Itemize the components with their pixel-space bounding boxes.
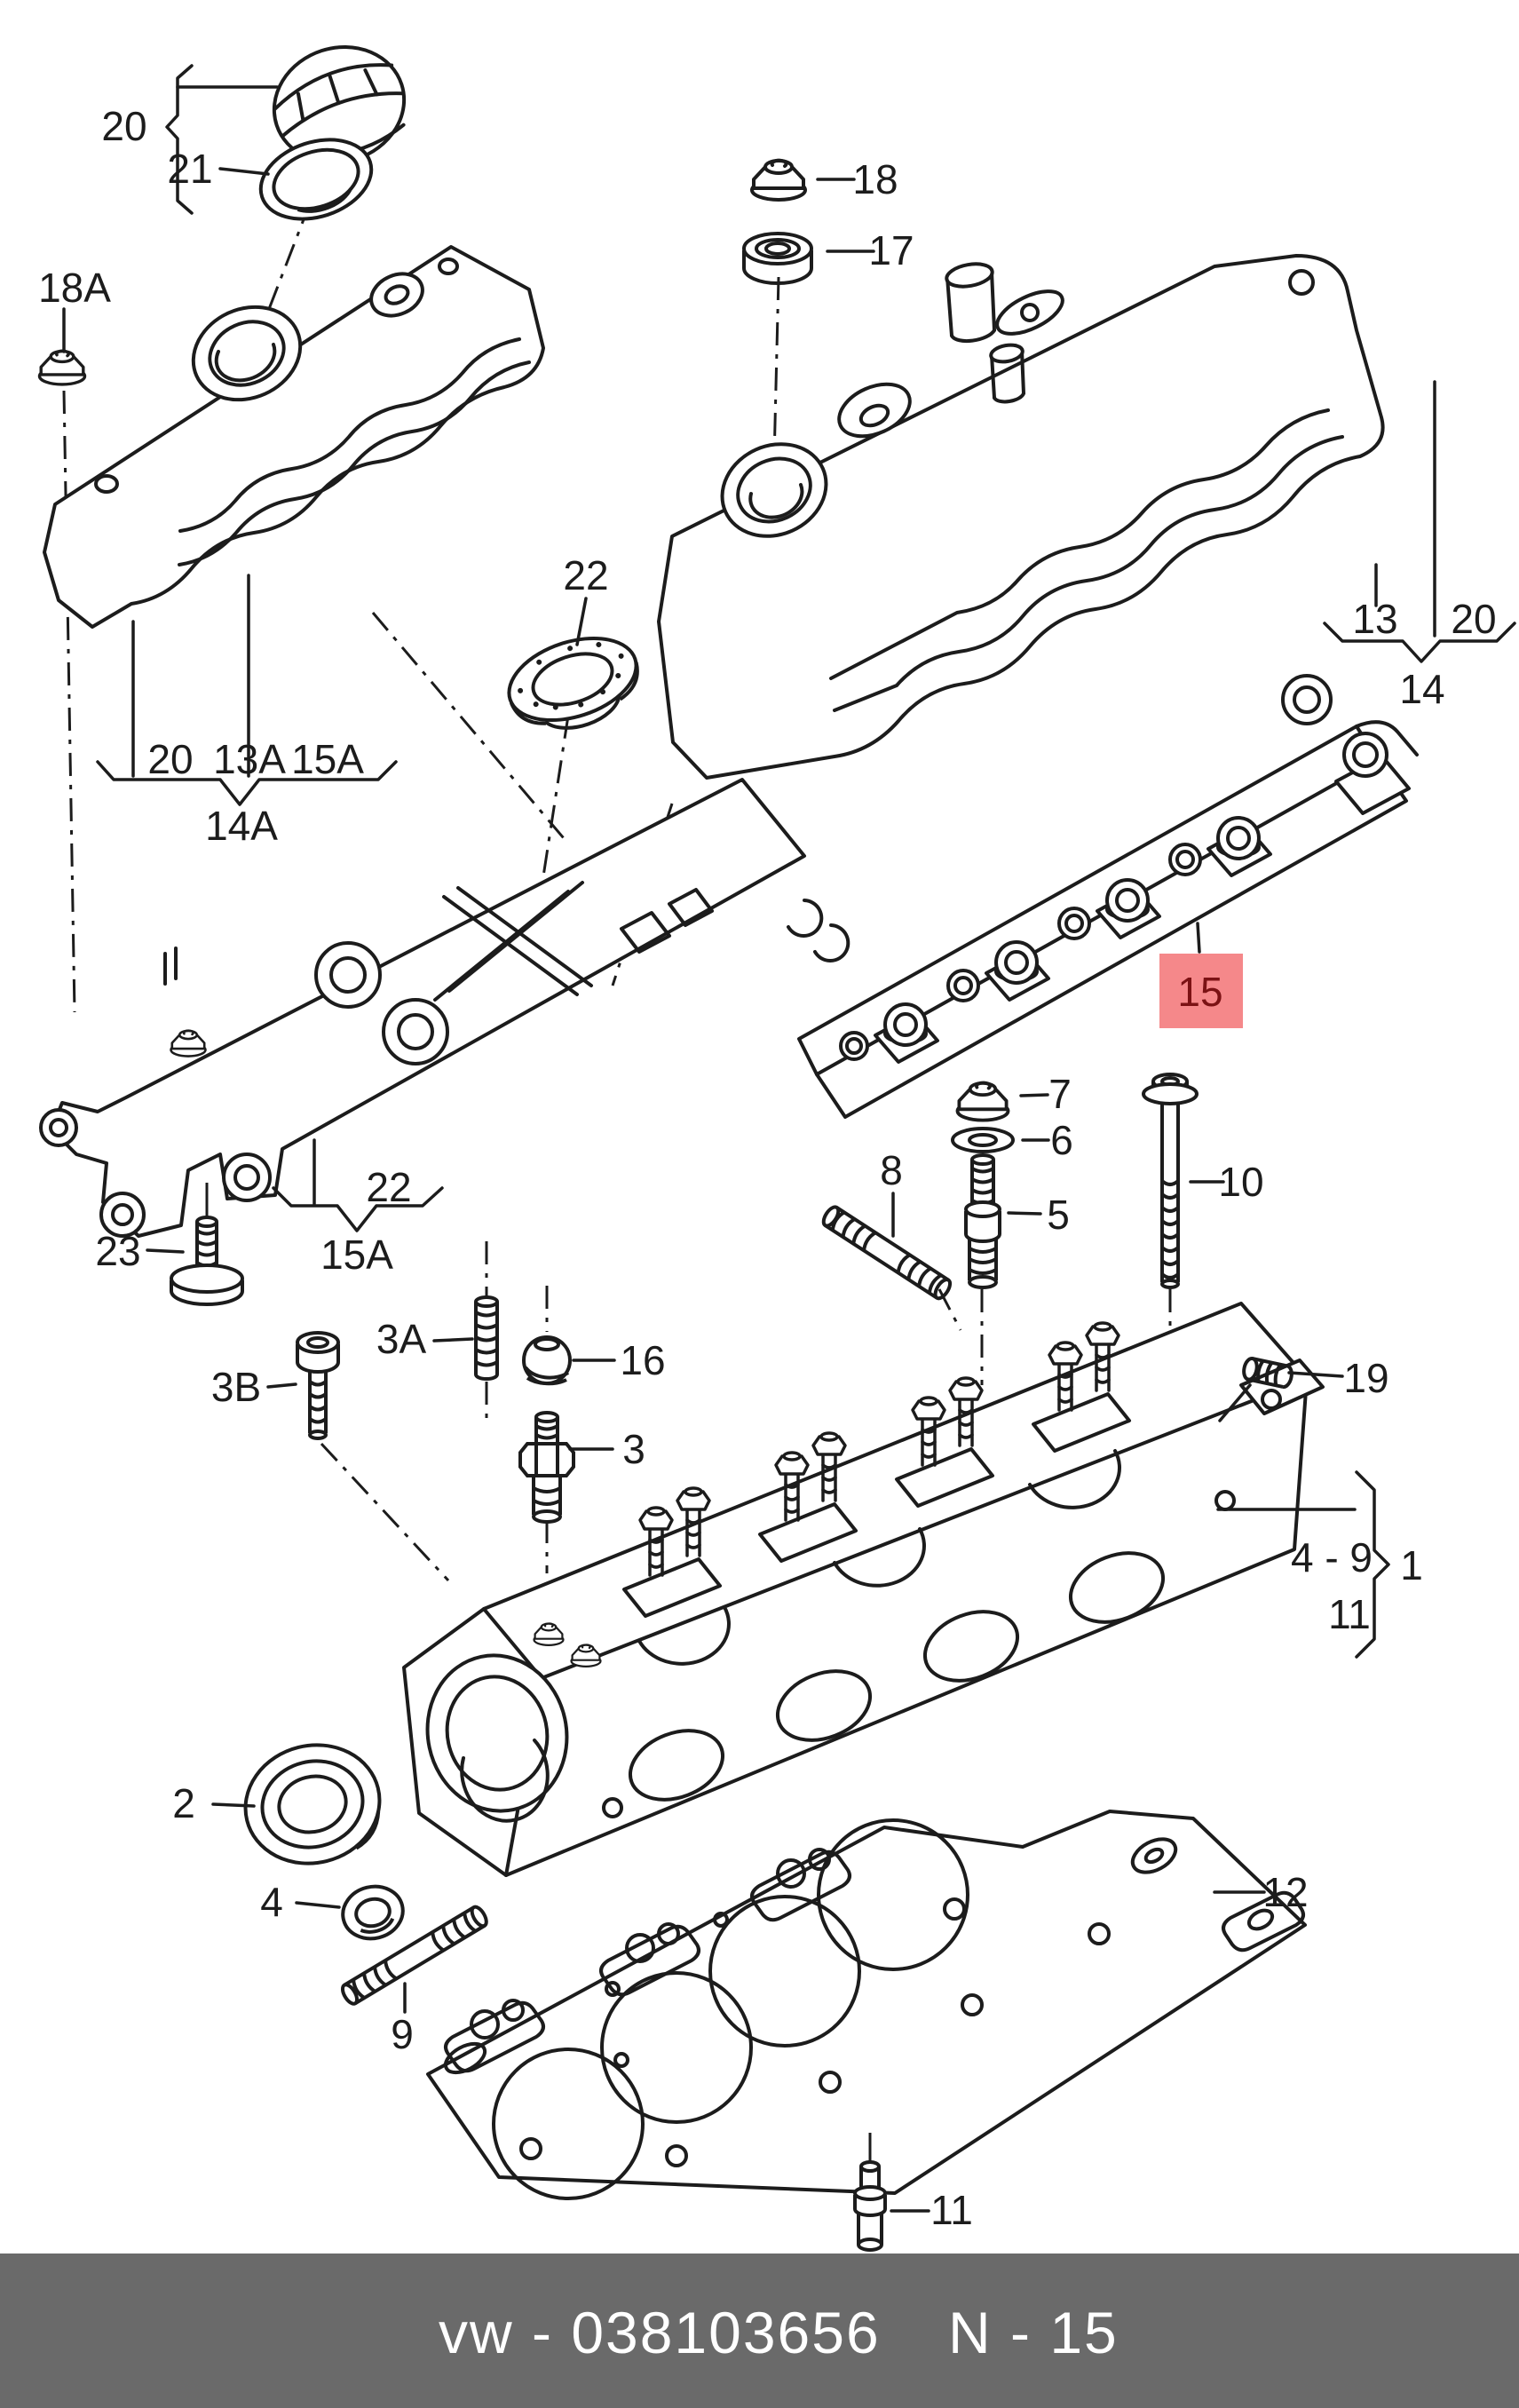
- stud-5-part: [964, 1153, 1001, 1289]
- bolt-10-part: [1142, 1073, 1199, 1289]
- callout-23[interactable]: 23: [95, 1228, 140, 1274]
- cylinder-head: [402, 1302, 1325, 1877]
- callout-19[interactable]: 19: [1343, 1355, 1388, 1401]
- callout-13[interactable]: 13: [1352, 596, 1397, 642]
- footer-bar: vw - 038103656 N - 15: [0, 2254, 1519, 2408]
- callout-17[interactable]: 17: [868, 227, 914, 273]
- callout-13a[interactable]: 13A: [213, 736, 286, 782]
- seal-22-upper-part: [507, 636, 639, 730]
- head-gasket: [426, 1810, 1307, 2200]
- callout-18[interactable]: 18: [852, 156, 898, 202]
- seal-4-part: [341, 1884, 405, 1941]
- callout-4[interactable]: 4: [260, 1879, 283, 1925]
- callout-14[interactable]: 14: [1399, 666, 1444, 712]
- callout-6[interactable]: 6: [1050, 1117, 1073, 1163]
- stud-8-part: [821, 1205, 953, 1301]
- callout-labels: 20 21 18A 18 17 22 13 20 14 20 13A 15A 1…: [38, 103, 1497, 2233]
- footer-page-code: N - 15: [948, 2300, 1119, 2365]
- gasket-rail-15: [797, 674, 1419, 1119]
- callout-5[interactable]: 5: [1047, 1192, 1070, 1238]
- callout-8[interactable]: 8: [880, 1147, 903, 1193]
- footer-part-number: vw - 038103656: [439, 2300, 881, 2365]
- callout-2[interactable]: 2: [172, 1780, 195, 1826]
- nut-18-part: [750, 158, 807, 202]
- leader-lines: [62, 64, 1516, 2213]
- highlight-box-15[interactable]: [1159, 954, 1243, 1028]
- callout-20-group[interactable]: 20: [101, 103, 146, 149]
- valve-cover-left: [43, 245, 545, 629]
- footer-background: [0, 2254, 1519, 2408]
- callout-22-left[interactable]: 22: [366, 1164, 411, 1210]
- callout-11-bottom[interactable]: 11: [930, 2187, 973, 2233]
- stud-3a-part: [474, 1295, 499, 1381]
- callout-7[interactable]: 7: [1048, 1071, 1072, 1117]
- plug-19-part: [1242, 1357, 1294, 1389]
- valve-cover-right: [657, 254, 1385, 780]
- callout-11-head[interactable]: 11: [1328, 1591, 1371, 1637]
- callout-21[interactable]: 21: [167, 146, 212, 192]
- callout-20-row[interactable]: 20: [147, 736, 193, 782]
- callout-3b[interactable]: 3B: [211, 1364, 261, 1410]
- callout-14a[interactable]: 14A: [205, 803, 278, 849]
- callout-18a[interactable]: 18A: [38, 265, 111, 311]
- cap-seal-ring: [258, 138, 374, 221]
- nut-16-part: [522, 1335, 572, 1386]
- nut-7-part: [955, 1081, 1010, 1122]
- camshaft-carrier: [39, 778, 850, 1238]
- seal-17-part: [742, 232, 813, 285]
- callout-3a[interactable]: 3A: [376, 1316, 427, 1362]
- callout-15a-row[interactable]: 15A: [291, 736, 364, 782]
- washer-6-part: [951, 1127, 1015, 1153]
- stud-9-part: [340, 1905, 488, 2006]
- bolt-23-part: [170, 1183, 244, 1306]
- callout-22-upper[interactable]: 22: [563, 552, 608, 598]
- callout-15a-group[interactable]: 15A: [320, 1232, 393, 1278]
- callout-12[interactable]: 12: [1262, 1869, 1308, 1915]
- seal-2-part: [243, 1743, 382, 1865]
- callout-16[interactable]: 16: [620, 1337, 665, 1383]
- adapter-3-part: [518, 1411, 575, 1524]
- bolt-3b-part: [296, 1331, 340, 1440]
- callout-15-highlighted[interactable]: 15: [1177, 969, 1222, 1015]
- callout-20-right[interactable]: 20: [1451, 596, 1496, 642]
- callout-1[interactable]: 1: [1400, 1542, 1423, 1588]
- nut-18a-part: [37, 349, 87, 386]
- callout-10[interactable]: 10: [1218, 1159, 1263, 1205]
- callout-9[interactable]: 9: [391, 2011, 414, 2057]
- callout-3[interactable]: 3: [622, 1426, 645, 1472]
- callout-4-9[interactable]: 4 - 9: [1291, 1534, 1373, 1580]
- stud-11-part: [853, 2133, 887, 2252]
- carrier-stud-nut: [170, 1029, 207, 1057]
